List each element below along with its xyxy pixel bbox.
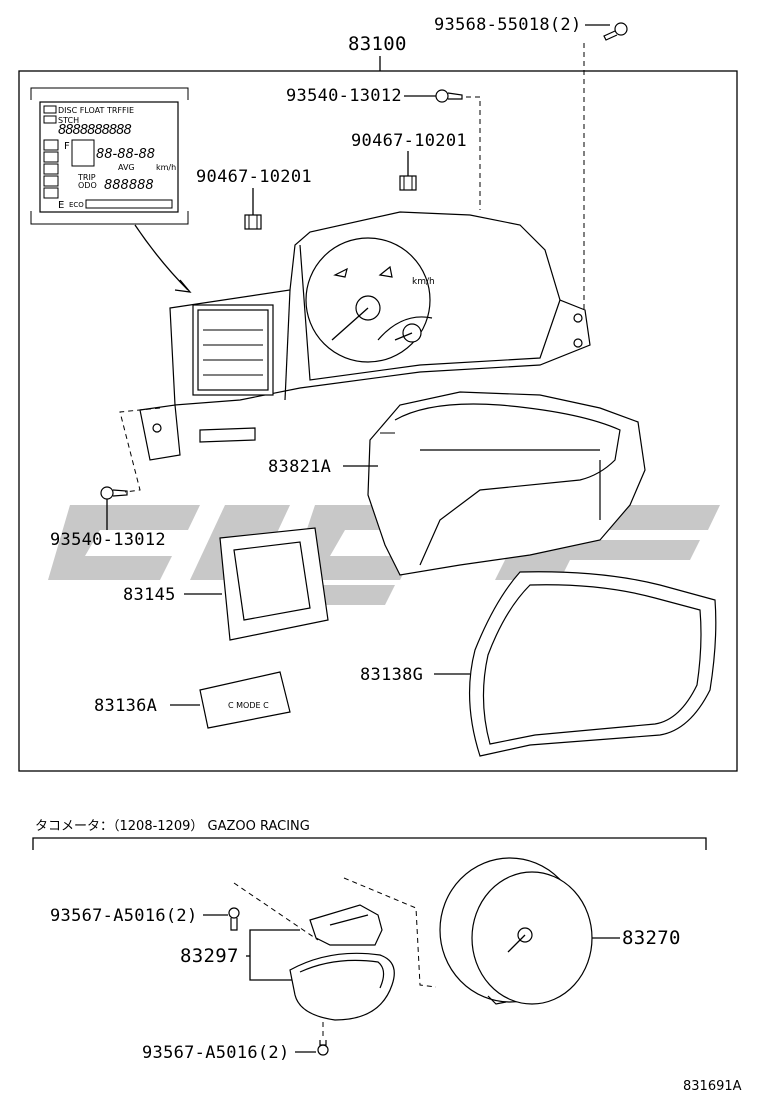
mode-button-label: C MODE C (228, 701, 269, 710)
callout-83136A: 83136A (94, 696, 157, 716)
clip-icon (244, 214, 262, 230)
callout-93540-13012-top: 93540-13012 (286, 86, 402, 106)
lcd-trip-label: TRIP (77, 173, 96, 182)
lcd-eco-label: ECO (69, 201, 84, 209)
screw-icon (603, 22, 628, 41)
screw-icon (100, 486, 128, 500)
lcd-row2-text: STCH (58, 116, 79, 125)
install-line-sub-1 (233, 882, 319, 941)
instrument-cluster: km/h (139, 211, 591, 461)
lcd-trip-digits: 888888 (104, 178, 154, 193)
inset-arrow (134, 224, 189, 291)
cluster-unit-label: km/h (412, 277, 435, 287)
install-line-93540-top (466, 96, 481, 210)
install-line-93540-bottom (119, 407, 161, 493)
cluster-hood (367, 391, 646, 576)
sub-group-bracket (32, 837, 707, 850)
screw-icon (317, 1040, 329, 1056)
callout-93567-A5016-top: 93567-A5016(2) (50, 906, 198, 926)
lcd-odo-digits: 8888888888 (58, 123, 131, 138)
lcd-avg-label: AVG (118, 163, 135, 172)
callout-90467-10201-right: 90467-10201 (351, 131, 467, 151)
lcd-detail-inset: DISC FLOAT TRFFIE STCH 8888888888 F 88-8… (30, 87, 189, 225)
callout-90467-10201-left: 90467-10201 (196, 167, 312, 187)
sub-group-title: タコメータ：（1208-1209） GAZOO RACING (35, 819, 310, 834)
callout-83297: 83297 (180, 945, 239, 967)
callout-83821A: 83821A (268, 457, 331, 477)
callout-83138G: 83138G (360, 665, 423, 685)
lens-plate (219, 527, 329, 641)
meter-cup (289, 952, 395, 1021)
meter-bracket (309, 904, 383, 946)
install-line-sub-2 (343, 877, 437, 988)
callout-leader-83297 (249, 929, 300, 981)
callout-93567-A5016-bottom: 93567-A5016(2) (142, 1043, 290, 1063)
lcd-e-label: E (58, 200, 64, 211)
callout-83145: 83145 (123, 585, 176, 605)
callout-83270: 83270 (622, 927, 681, 949)
lcd-time-digits: 88-88-88 (96, 147, 155, 162)
callout-93540-13012-bottom: 93540-13012 (50, 530, 166, 550)
lcd-odo-label: ODO (78, 181, 97, 190)
arrow-head-icon (174, 279, 192, 293)
mode-switch: C MODE C (199, 671, 291, 729)
lcd-row1-text: DISC FLOAT TRFFIE (58, 106, 134, 115)
screw-icon (435, 89, 463, 103)
main-group-frame (18, 70, 738, 772)
callout-93568-55018: 93568-55018(2) (434, 15, 582, 35)
clip-icon (399, 175, 417, 191)
tachometer-gauge (439, 857, 593, 1005)
lcd-f-label: F (64, 141, 70, 152)
lcd-unit-label: km/h (156, 163, 176, 172)
install-line-93568 (576, 43, 585, 313)
assembly-number-label: 83100 (348, 33, 407, 55)
cluster-lens (468, 571, 717, 757)
screw-icon (228, 907, 240, 931)
figure-id: 831691A (683, 1079, 742, 1094)
